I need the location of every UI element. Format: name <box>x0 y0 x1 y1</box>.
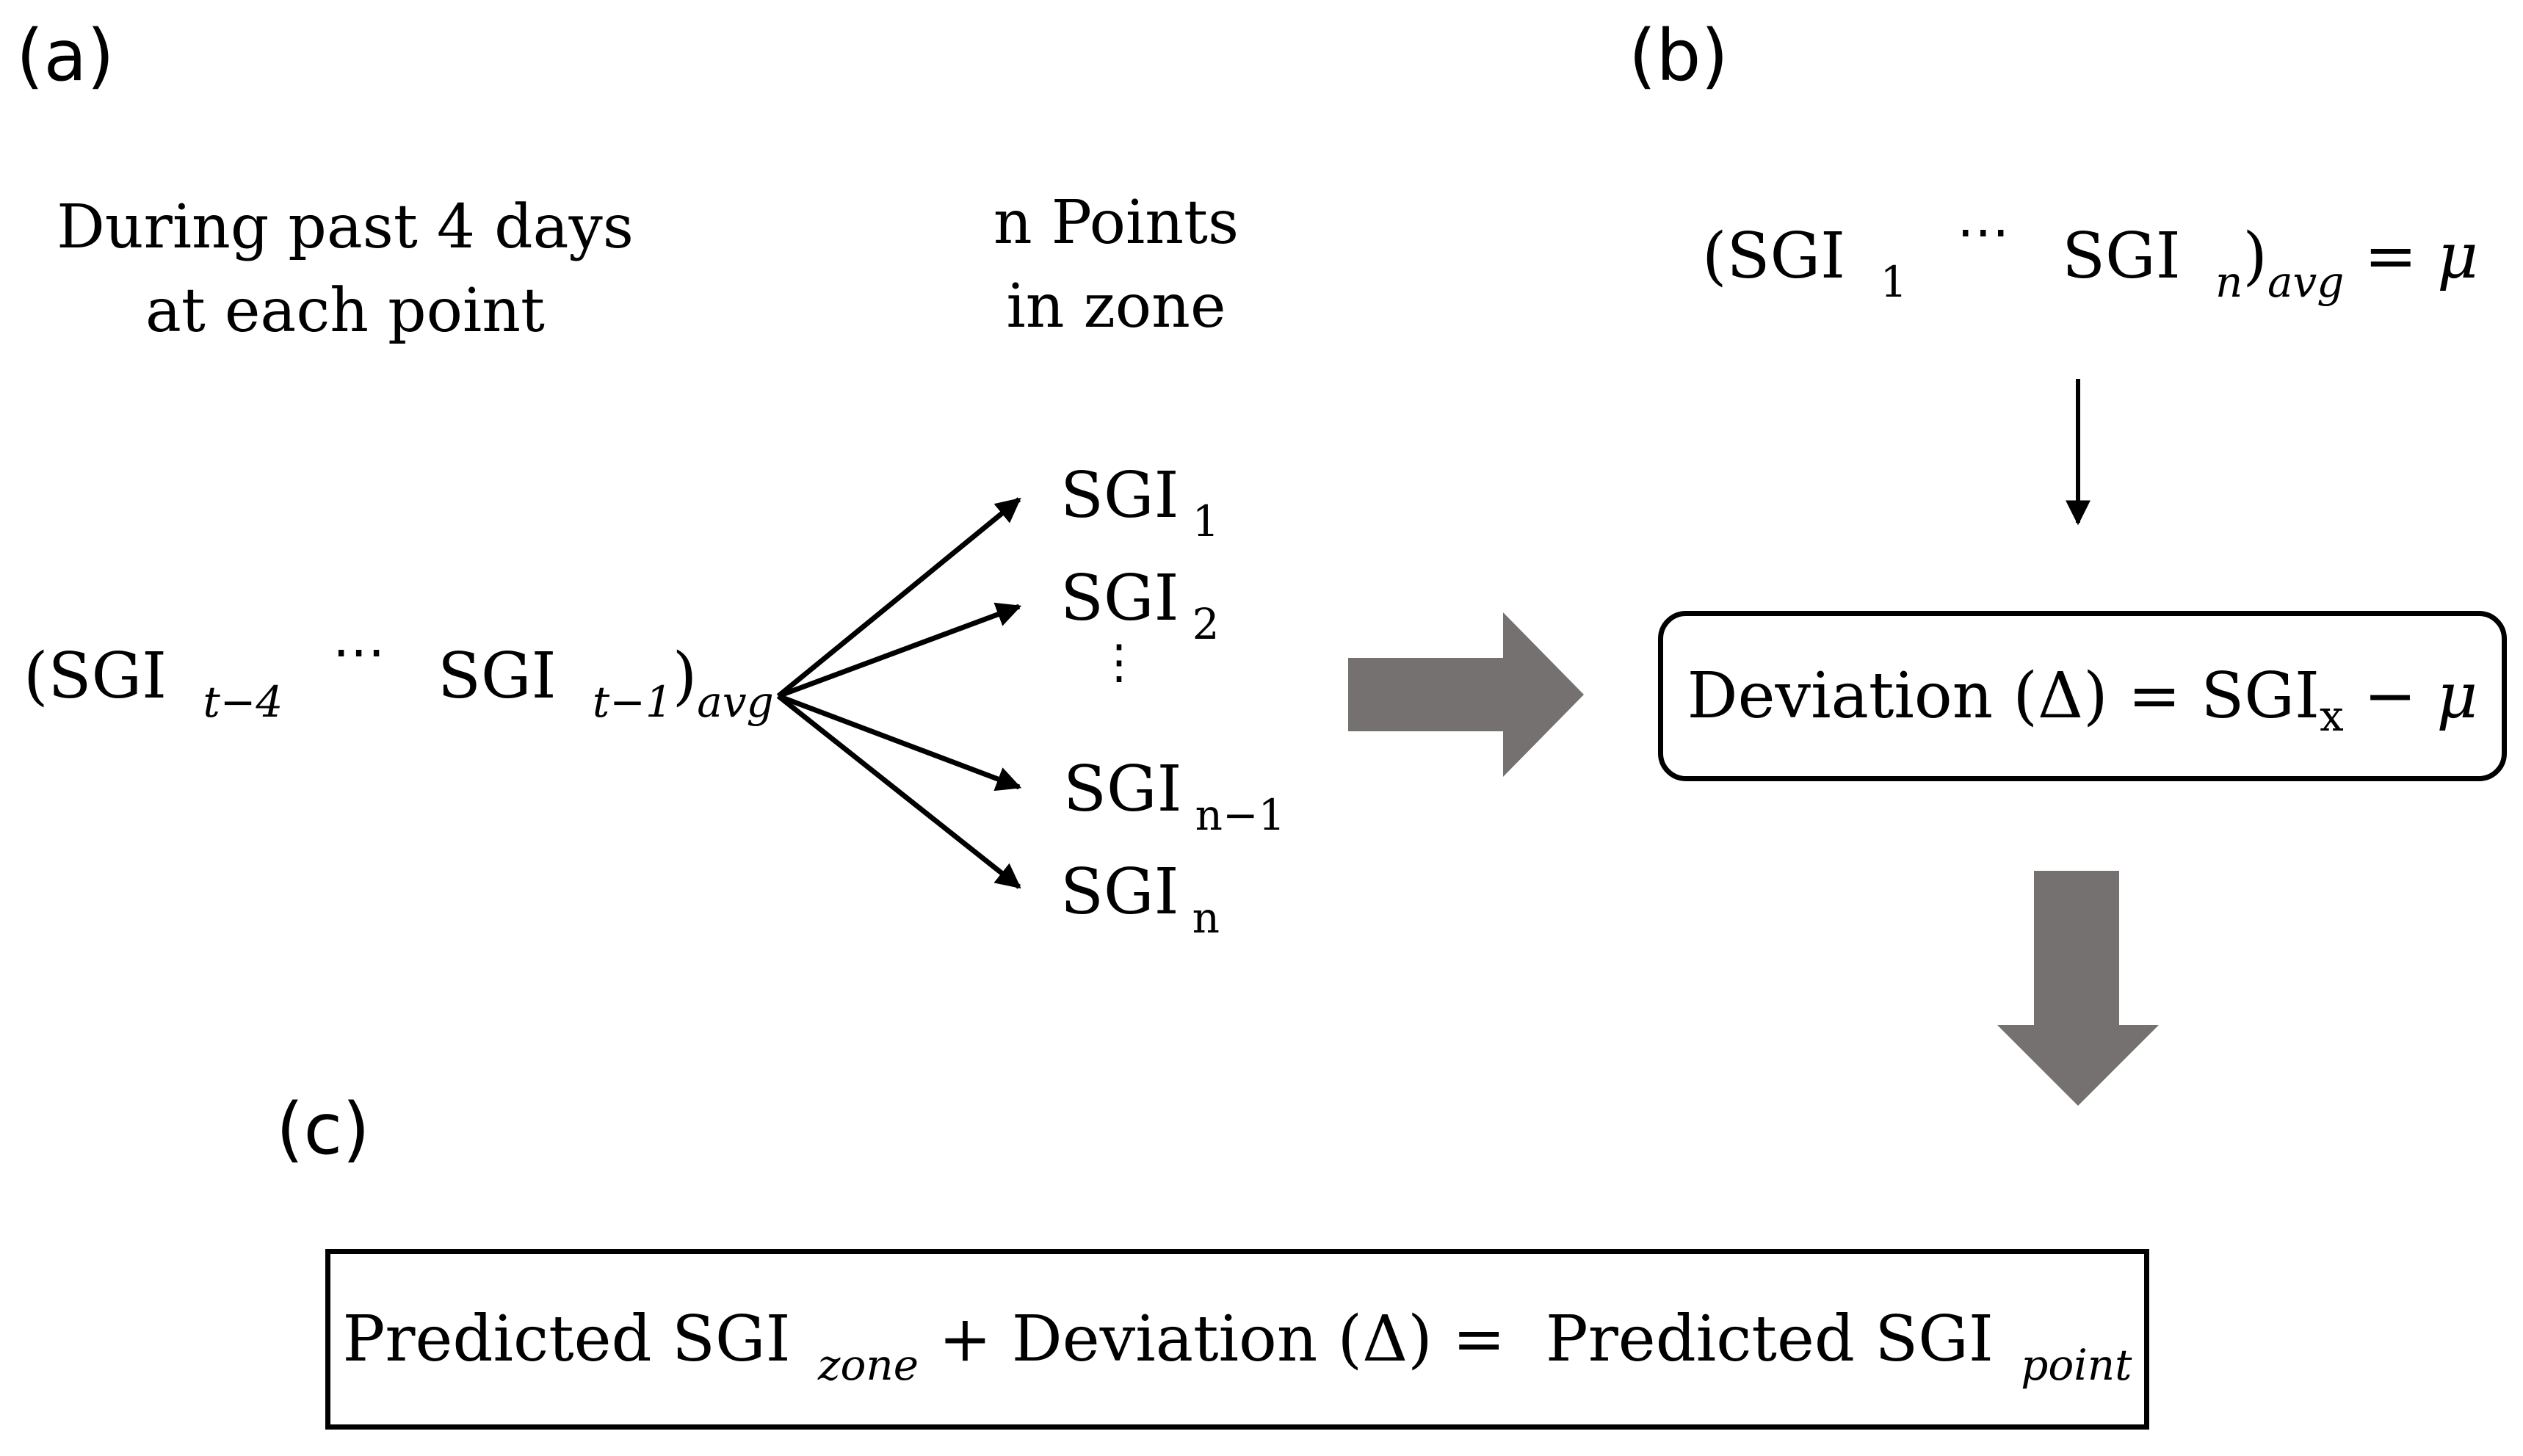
avg-sub-end: t−1 <box>592 677 673 727</box>
big-down-arrow <box>1997 871 2159 1106</box>
avg-dots: ⋯ <box>332 620 385 682</box>
zone-points-caption: n Points in zone <box>933 181 1300 349</box>
panel-label-a: (a) <box>16 15 115 97</box>
panel-label-b: (b) <box>1629 15 1729 97</box>
deviation-mu: μ <box>2436 659 2478 733</box>
fan-arrow-to-point-2 <box>777 602 1022 699</box>
zone-caption-line2: in zone <box>1006 272 1226 341</box>
avg-open: (SGI <box>23 640 167 713</box>
zone-mean-formula: (SGI 1 ⋯ SGI n)avg = μ <box>1702 205 2478 303</box>
prediction-part1: Predicted SGI <box>342 1303 791 1376</box>
prediction-box: Predicted SGI zone + Deviation (Δ) = Pre… <box>325 1249 2149 1430</box>
history-average-formula: (SGI t−4 ⋯ SGI t−1)avg <box>23 625 774 723</box>
history-caption-line1: During past 4 days <box>57 192 634 262</box>
avg-sub-avg: avg <box>697 677 774 727</box>
history-caption-line2: at each point <box>145 276 545 346</box>
deviation-formula: Deviation (Δ) = SGIx − μ <box>1687 664 2478 737</box>
prediction-sub-zone: zone <box>817 1340 919 1390</box>
avg-close: ) <box>672 640 698 713</box>
fan-arrow-to-point-n <box>776 694 1021 889</box>
mean-sub-start: 1 <box>1880 257 1908 307</box>
mean-sub-avg: avg <box>2267 257 2345 307</box>
fan-arrow-to-point-1 <box>776 497 1021 698</box>
avg-sub-start: t−4 <box>203 677 283 727</box>
deviation-sub-x: x <box>2319 691 2344 741</box>
mean-open: (SGI <box>1702 220 1846 293</box>
big-right-arrow <box>1348 612 1584 777</box>
mean-dots: ⋯ <box>1956 200 2010 262</box>
mean-mid: SGI <box>2062 220 2181 293</box>
zone-point-n-base: SGI <box>1060 855 1179 929</box>
fan-arrow-to-point-n-minus-1 <box>777 693 1022 792</box>
mean-equals: = <box>2344 220 2438 293</box>
panel-label-c: (c) <box>276 1088 370 1170</box>
zone-point-2-sub: 2 <box>1192 599 1220 649</box>
mean-sub-end: n <box>2215 257 2243 307</box>
mean-close: ) <box>2243 220 2267 293</box>
avg-mid: SGI <box>437 640 557 713</box>
deviation-minus: − <box>2343 659 2437 733</box>
mean-mu: μ <box>2437 220 2479 293</box>
zone-point-n-sub: n <box>1192 893 1220 943</box>
zone-caption-line1: n Points <box>993 188 1239 258</box>
prediction-part2: + Deviation (Δ) = Predicted SGI <box>919 1303 1994 1376</box>
zone-point-n-minus-1-base: SGI <box>1063 753 1182 826</box>
history-caption: During past 4 days at each point <box>51 186 639 353</box>
deviation-text: Deviation (Δ) = SGI <box>1687 659 2320 733</box>
prediction-formula: Predicted SGI zone + Deviation (Δ) = Pre… <box>343 1308 2132 1386</box>
zone-point-n-minus-1-sub: n−1 <box>1195 790 1286 840</box>
deviation-box: Deviation (Δ) = SGIx − μ <box>1658 611 2507 781</box>
zone-point-1-base: SGI <box>1060 459 1179 532</box>
zone-point-1-sub: 1 <box>1192 496 1220 546</box>
zone-point-2-base: SGI <box>1060 562 1179 635</box>
prediction-sub-point: point <box>2021 1340 2132 1390</box>
